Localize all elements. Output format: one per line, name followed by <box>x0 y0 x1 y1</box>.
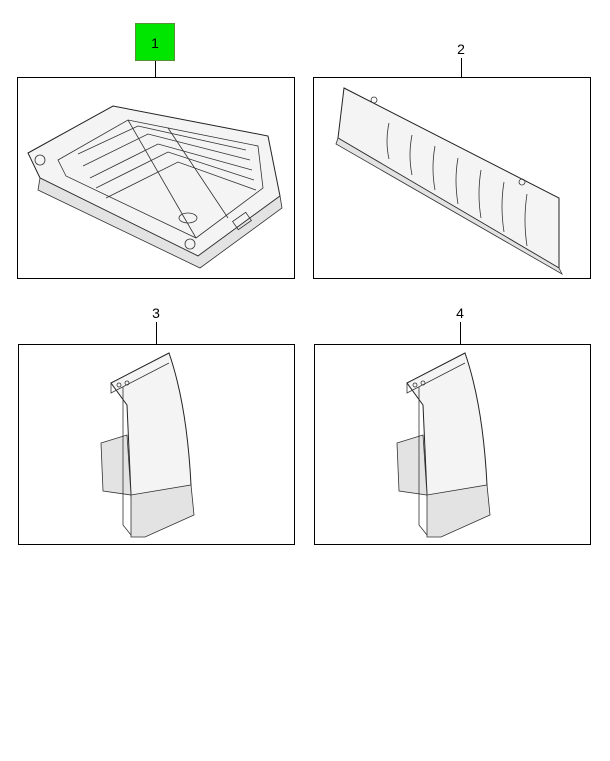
corner-panel-illustration-3 <box>100 352 195 538</box>
callout-1[interactable]: 1 <box>135 23 175 61</box>
callout-4[interactable]: 4 <box>456 305 464 321</box>
rear-panel-illustration <box>335 87 563 276</box>
part-frame-2[interactable] <box>313 77 591 279</box>
roof-panel-illustration <box>27 105 283 269</box>
corner-panel-illustration-4 <box>396 352 491 538</box>
callout-2[interactable]: 2 <box>457 41 465 57</box>
leader-line-3 <box>156 322 157 344</box>
leader-line-4 <box>460 322 461 344</box>
part-frame-3[interactable] <box>18 344 295 545</box>
part-frame-1[interactable] <box>17 77 295 279</box>
part-frame-4[interactable] <box>314 344 591 545</box>
leader-line-2 <box>461 58 462 77</box>
callout-3[interactable]: 3 <box>152 305 160 321</box>
leader-line-1 <box>155 61 156 77</box>
